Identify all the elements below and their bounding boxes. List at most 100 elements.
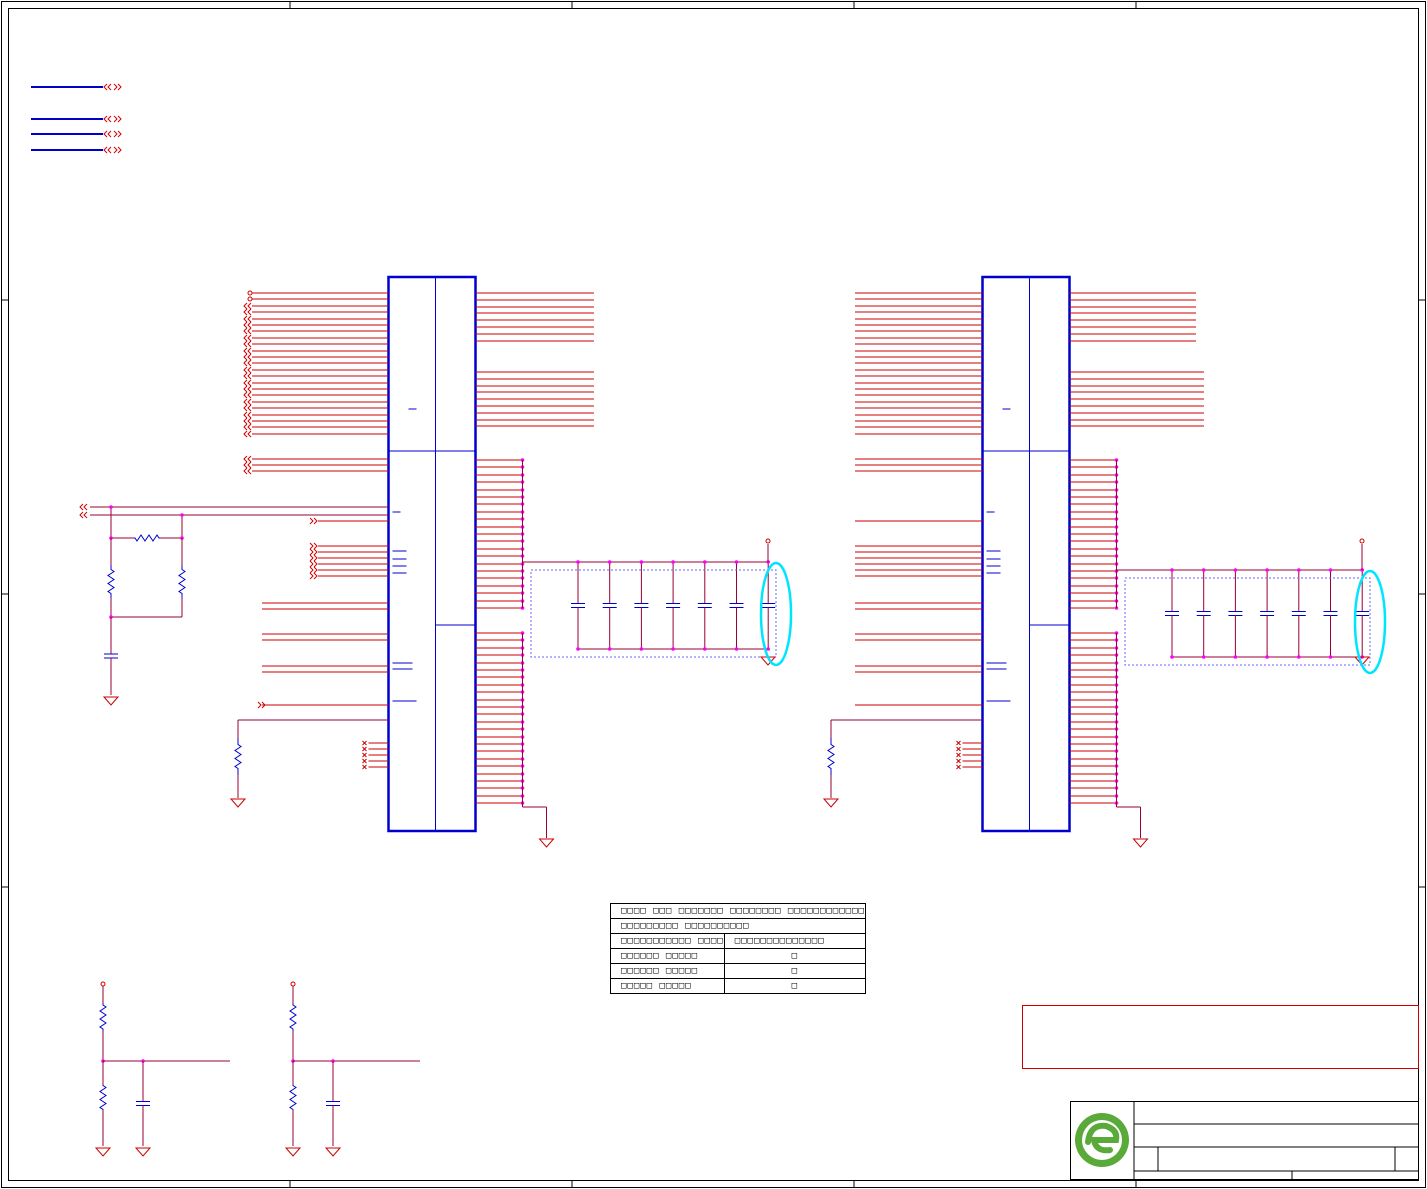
offpage-port-symbol bbox=[309, 517, 318, 525]
offpage-port-symbol bbox=[243, 340, 252, 348]
power-port-symbol bbox=[765, 538, 771, 544]
no-connect-marker bbox=[362, 758, 367, 764]
offpage-port-symbol bbox=[243, 398, 252, 406]
offpage-port-symbol bbox=[243, 404, 252, 412]
resistor-symbol bbox=[827, 738, 835, 775]
junction-dot bbox=[180, 513, 184, 517]
offpage-port-symbol bbox=[243, 334, 252, 342]
decoupling-group-box bbox=[530, 569, 777, 658]
junction-dot bbox=[1201, 568, 1206, 572]
note-box bbox=[1022, 1005, 1419, 1069]
table-cell: □□□□□□□□□ □□□□□□□□□□ bbox=[610, 918, 866, 934]
highlight-ellipse bbox=[1353, 569, 1387, 675]
port-symbol bbox=[247, 290, 253, 296]
table-row: □□□□□□ □□□□□ □ bbox=[610, 963, 866, 979]
table-cell: □ bbox=[723, 978, 866, 994]
junction-dot bbox=[1297, 655, 1301, 659]
offpage-port-symbol bbox=[103, 146, 112, 154]
junction-dot bbox=[576, 647, 580, 651]
offpage-port-symbol bbox=[113, 146, 122, 154]
table-cell: □□□□□□□□□□□□□□ bbox=[723, 933, 866, 949]
power-port-symbol bbox=[1359, 538, 1365, 544]
junction-dot bbox=[703, 560, 707, 564]
junction-dot bbox=[1328, 655, 1333, 659]
junction-dot bbox=[1265, 655, 1269, 659]
offpage-port-symbol bbox=[243, 302, 252, 310]
ground-symbol bbox=[284, 1147, 302, 1157]
resistor-symbol bbox=[234, 738, 242, 775]
offpage-port-symbol bbox=[79, 503, 88, 511]
junction-dot bbox=[766, 647, 770, 651]
junction-dot bbox=[1170, 655, 1174, 659]
offpage-net-stubs bbox=[31, 83, 122, 154]
resistor-symbol bbox=[289, 1085, 297, 1110]
power-port-symbol bbox=[100, 981, 106, 987]
power-port-symbol bbox=[290, 981, 296, 987]
resistor-symbol bbox=[289, 1003, 297, 1031]
ground-symbol bbox=[94, 1147, 112, 1157]
resistor-symbol bbox=[107, 565, 115, 598]
offpage-port-symbol bbox=[243, 327, 252, 335]
offpage-port-symbol bbox=[243, 417, 252, 425]
resistor-symbol bbox=[99, 1003, 107, 1031]
junction-dot bbox=[671, 647, 675, 651]
ground-symbol bbox=[1132, 838, 1149, 848]
junction-dot bbox=[734, 560, 739, 564]
offpage-port-symbol bbox=[243, 455, 252, 463]
ground-symbol bbox=[134, 1147, 152, 1157]
table-row: □□□□□□□□□□□ □□□□ □□□□□□□□□□□□□□ bbox=[610, 933, 866, 949]
title-block bbox=[1070, 1101, 1419, 1180]
offpage-port-symbol bbox=[309, 560, 318, 568]
ground-symbol bbox=[229, 798, 247, 808]
offpage-port-symbol bbox=[103, 83, 112, 91]
junction-dot bbox=[1201, 655, 1206, 659]
offpage-port-symbol bbox=[243, 359, 252, 367]
offpage-port-symbol bbox=[113, 130, 122, 138]
junction-dot bbox=[607, 560, 612, 564]
decoupling-group-box bbox=[1124, 577, 1371, 666]
memory-ic-u2 bbox=[822, 275, 1387, 848]
resistor-symbol bbox=[99, 1085, 107, 1110]
table-cell: □□□□ □□□ □□□□□□□ □□□□□□□□ □□□□□□□□□□□□ bbox=[610, 903, 866, 919]
junction-dot bbox=[1265, 568, 1269, 572]
junction-dot bbox=[576, 560, 580, 564]
offpage-port-symbol bbox=[243, 430, 252, 438]
resistor-symbol bbox=[134, 534, 160, 542]
table-cell: □ bbox=[723, 963, 866, 979]
offpage-port-symbol bbox=[243, 467, 252, 475]
port-symbol bbox=[247, 296, 253, 302]
no-connect-marker bbox=[362, 746, 367, 752]
junction-dot bbox=[703, 647, 707, 651]
table-cell: □□□□□□ □□□□□ bbox=[610, 963, 725, 979]
offpage-port-symbol bbox=[79, 511, 88, 519]
offpage-port-symbol bbox=[243, 411, 252, 419]
junction-dot bbox=[639, 560, 644, 564]
junction-dot bbox=[109, 505, 113, 509]
junction-dot bbox=[734, 647, 739, 651]
no-connect-marker bbox=[362, 740, 367, 746]
memory-ic-u1 bbox=[229, 275, 793, 848]
no-connect-marker bbox=[362, 764, 367, 770]
junction-dot bbox=[1233, 568, 1238, 572]
offpage-port-symbol bbox=[243, 366, 252, 374]
table-row: □□□□□□ □□□□□ □ bbox=[610, 948, 866, 964]
offpage-port-symbol bbox=[309, 548, 318, 556]
offpage-port-symbol bbox=[243, 391, 252, 399]
offpage-port-symbol bbox=[103, 130, 112, 138]
no-connect-marker bbox=[956, 740, 961, 746]
no-connect-marker bbox=[362, 752, 367, 758]
table-cell: □□□□□□ □□□□□ bbox=[610, 948, 725, 964]
offpage-port-symbol bbox=[309, 554, 318, 562]
offpage-port-symbol bbox=[309, 572, 318, 580]
offpage-port-symbol bbox=[243, 308, 252, 316]
offpage-port-symbol bbox=[243, 372, 252, 380]
table-cell: □□□□□□□□□□□ □□□□ bbox=[610, 933, 725, 949]
e-logo-icon bbox=[1075, 1113, 1129, 1167]
table-row: □□□□□□□□□ □□□□□□□□□□ bbox=[610, 918, 866, 934]
configuration-table: □□□□ □□□ □□□□□□□ □□□□□□□□ □□□□□□□□□□□□ □… bbox=[610, 903, 866, 994]
offpage-port-symbol bbox=[243, 379, 252, 387]
resistor-symbol bbox=[178, 565, 186, 598]
reference-network-left bbox=[79, 503, 388, 706]
highlight-ellipse bbox=[759, 561, 793, 667]
